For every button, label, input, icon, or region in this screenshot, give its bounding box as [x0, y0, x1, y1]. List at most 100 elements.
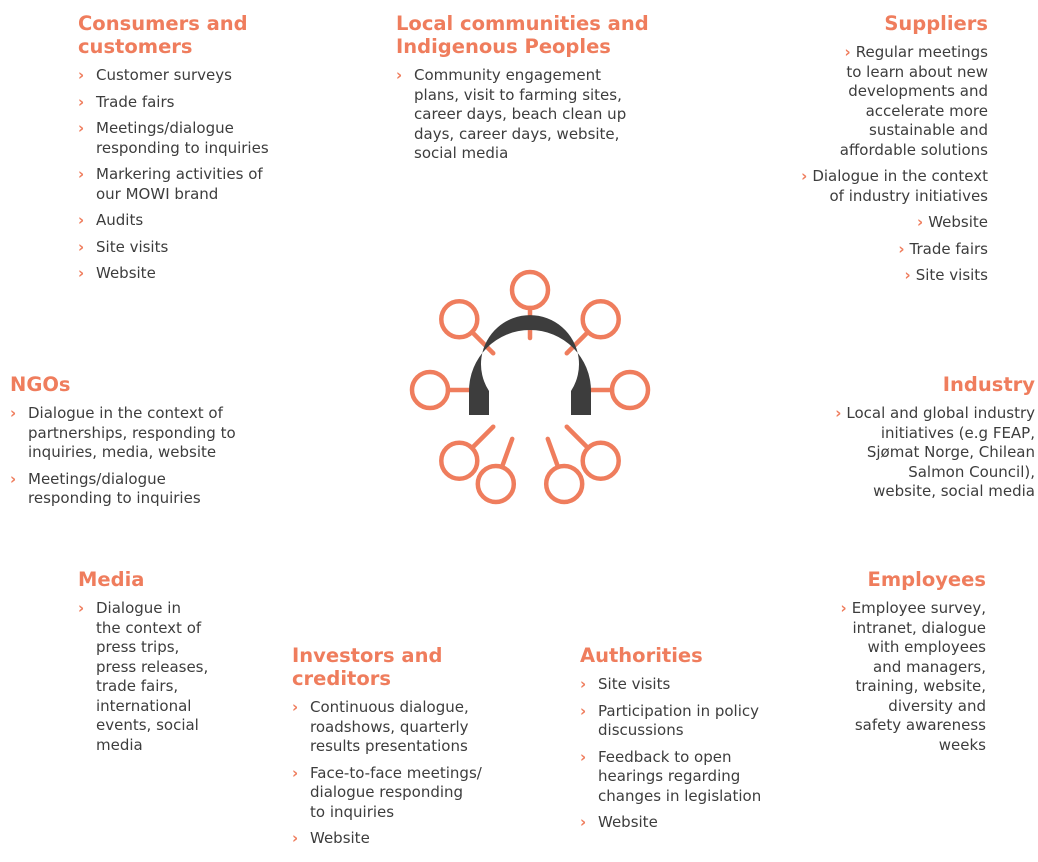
- group-items: › Customer surveys › Trade fairs › Meetings/d…: [78, 66, 269, 284]
- bullet-item: ›Website: [292, 829, 482, 849]
- bullet-text-line: accelerate more: [865, 101, 988, 120]
- group-title: Authorities: [580, 644, 703, 667]
- chevron-right-icon: ›: [396, 66, 403, 84]
- bullet-text-line: with employees: [867, 638, 986, 656]
- spoke-line: [469, 329, 496, 356]
- bullet-text-line: Local and global industry: [846, 404, 1035, 422]
- chevron-right-icon: ›: [78, 599, 85, 617]
- bullet-text-line: career days, beach clean up: [414, 105, 627, 123]
- bullet-text-line: changes in legislation: [598, 786, 762, 805]
- bullet-text-line: events, social: [96, 716, 199, 734]
- chevron-right-icon: ›: [580, 701, 587, 720]
- bullet-item: › Site visits: [580, 675, 761, 695]
- spoke-line: [499, 436, 515, 470]
- bullet-text-line: Regular meetings: [855, 43, 988, 61]
- spoke-circle-icon: [580, 440, 621, 481]
- group-title: NGOs: [10, 373, 71, 396]
- bullet-text-line: days, career days, website,: [414, 124, 620, 143]
- group-items: ›Continuous dialogue,roadshows, quarterl…: [292, 698, 482, 849]
- bullet-text-line: dialogue responding: [310, 783, 464, 801]
- bullet-text-line: Site visits: [915, 266, 988, 284]
- bullet-text-line: developments and: [848, 82, 988, 100]
- bullet-text-line: Participation in policy: [598, 701, 760, 720]
- chevron-right-icon: ›: [10, 404, 17, 422]
- bullet-text-line: Website: [928, 213, 988, 231]
- bullet-text-line: Meetings/dialogue: [96, 119, 234, 137]
- chevron-right-icon: ›: [78, 211, 85, 229]
- chevron-right-icon: ›: [78, 92, 85, 111]
- bullet-text-line: Community engagement: [414, 66, 602, 84]
- bullet-text-line: Site visits: [598, 675, 671, 693]
- spoke-circle-icon: [580, 299, 621, 340]
- chevron-right-icon: ›: [580, 675, 587, 693]
- stakeholder-hub-diagram: [409, 269, 651, 505]
- group-title: Employees: [867, 568, 986, 591]
- bullet-text-line: hearings regarding: [598, 767, 741, 785]
- chevron-right-icon: ›: [292, 829, 299, 847]
- bullet-text-line: media: [96, 735, 143, 754]
- bullet-text-line: Markering activities of: [96, 165, 263, 183]
- chevron-right-icon: ›: [898, 239, 905, 258]
- bullet-text-line: Salmon Council),: [908, 462, 1035, 481]
- bullet-item: ›Site visits: [801, 266, 988, 286]
- bullet-text-line: Website: [598, 813, 658, 831]
- spoke-circle-icon: [543, 463, 585, 505]
- bullet-item: ›Website: [801, 213, 988, 233]
- bullet-text-line: Dialogue in: [96, 599, 181, 617]
- omega-logo-icon: [469, 315, 591, 415]
- bullet-text-line: discussions: [598, 721, 684, 739]
- bullet-text-line: diversity and: [888, 696, 986, 715]
- chevron-right-icon: ›: [292, 698, 299, 716]
- group-authorities: Authorities › Site visits › Participation i…: [580, 644, 761, 840]
- bullet-text-line: results presentations: [310, 737, 468, 755]
- bullet-text-line: Trade fairs: [909, 239, 988, 258]
- group-title: Industry: [942, 373, 1035, 396]
- bullet-text-line: inquiries, media, website: [28, 443, 217, 461]
- bullet-text-line: press trips,: [96, 638, 180, 656]
- bullet-text-line: Dialogue in the context: [812, 167, 988, 185]
- spoke-line: [545, 436, 561, 470]
- spoke-line: [564, 424, 591, 451]
- bullet-text-line: international: [96, 696, 192, 715]
- bullet-text-line: training, website,: [855, 677, 986, 695]
- bullet-item: ›Website: [580, 813, 761, 833]
- bullet-text-line: sustainable and: [869, 121, 988, 139]
- bullet-text-line: Meetings/dialogue: [28, 469, 166, 488]
- spoke-circle-icon: [439, 299, 480, 340]
- chevron-right-icon: ›: [78, 119, 85, 137]
- spoke-line: [564, 329, 591, 356]
- bullet-text-line: Audits: [96, 211, 144, 229]
- chevron-right-icon: ›: [292, 763, 299, 782]
- bullet-item: ›Website: [78, 264, 269, 284]
- spoke-circle-icon: [439, 440, 480, 481]
- bullet-text-line: intranet, dialogue: [852, 618, 986, 637]
- bullet-text-line: Trade fairs: [96, 92, 175, 111]
- bullet-text-line: of industry initiatives: [829, 186, 989, 205]
- bullet-text-line: Face-to-face meetings/: [310, 763, 482, 782]
- bullet-text-line: Customer surveys: [96, 66, 232, 84]
- chevron-right-icon: ›: [10, 469, 17, 488]
- spoke-line: [469, 424, 496, 451]
- chevron-right-icon: ›: [78, 237, 85, 256]
- bullet-item: ›Site visits: [78, 238, 269, 258]
- bullet-text-line: trade fairs,: [96, 677, 179, 695]
